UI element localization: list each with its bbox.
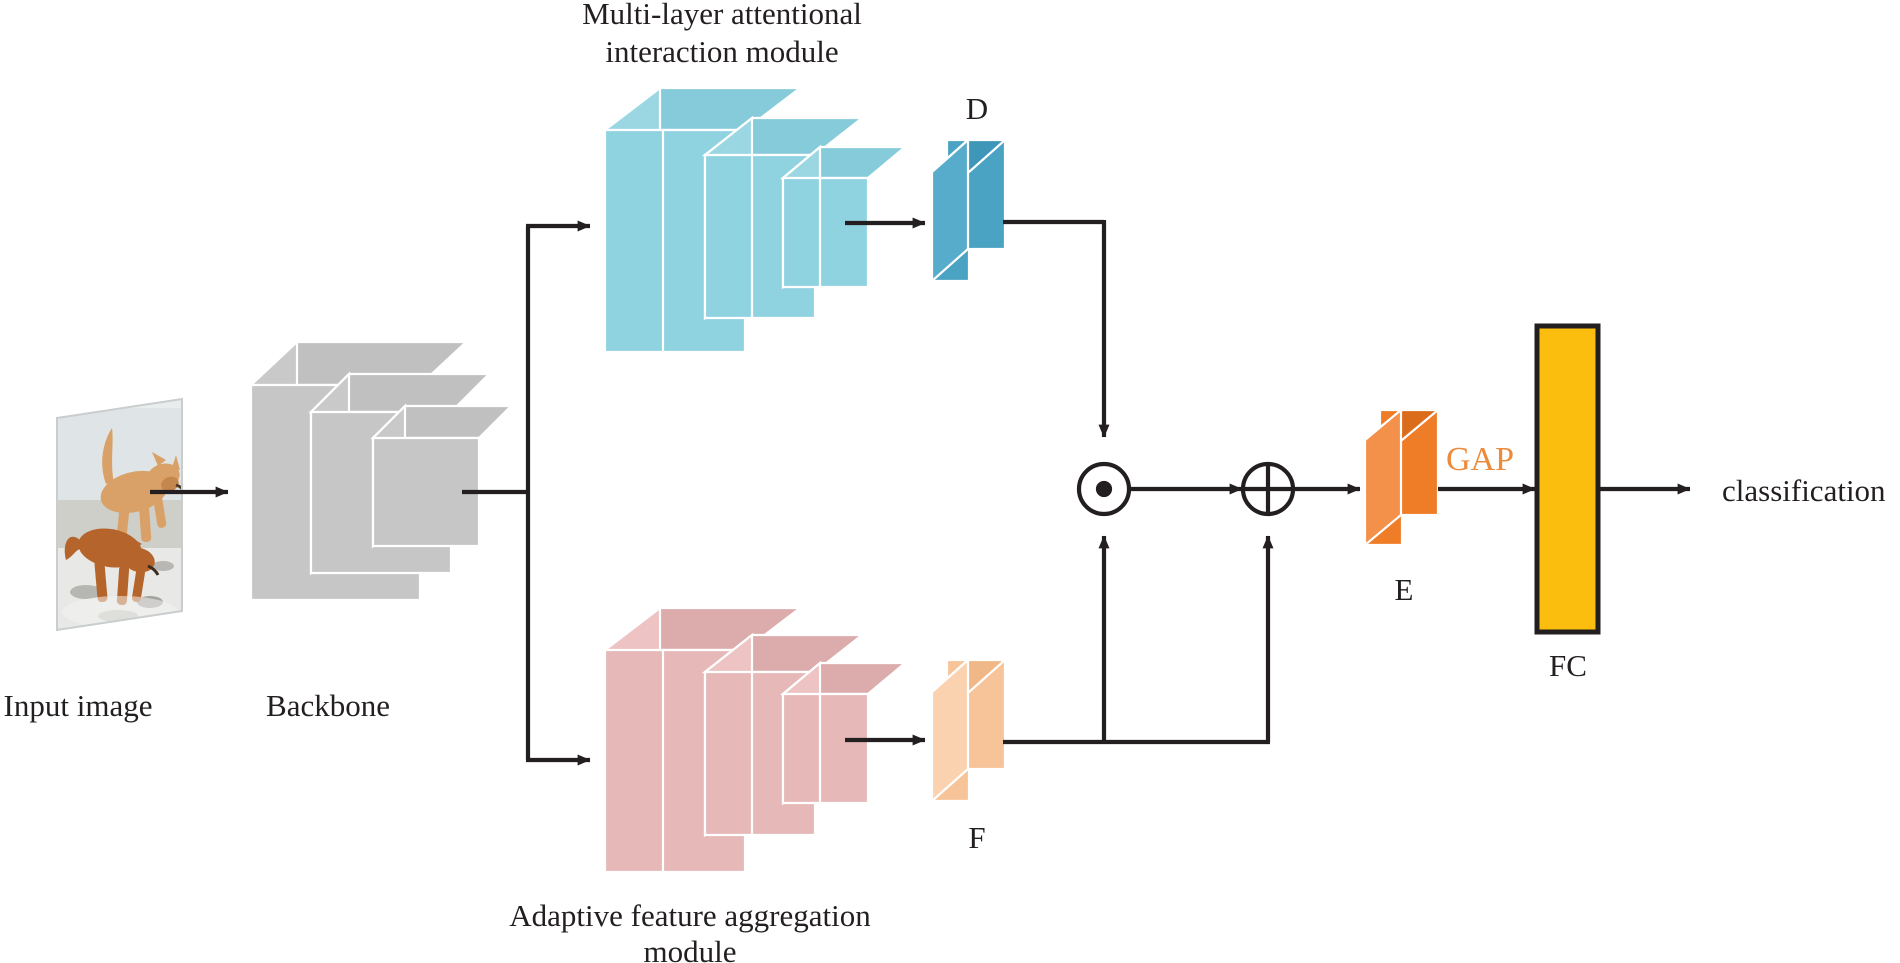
aggregation-slab-group-2 <box>701 632 866 838</box>
top-module-title-line2: interaction module <box>605 34 838 69</box>
backbone-label: Backbone <box>266 688 390 723</box>
bottom-module-title-line1: Adaptive feature aggregation <box>509 898 871 933</box>
attention-slab-group-3 <box>779 144 909 290</box>
multiply-operator <box>1076 461 1132 517</box>
d-block-label: D <box>966 91 988 126</box>
fc-block-label: FC <box>1549 648 1587 683</box>
d-feature-block <box>929 137 1008 284</box>
input-image-thumbnail <box>56 397 183 632</box>
backbone-slab-3 <box>370 403 514 549</box>
f-feature-block <box>929 657 1008 804</box>
fc-block <box>1534 323 1601 635</box>
bottom-module-title: Adaptive feature aggregation module <box>509 898 871 963</box>
add-operator <box>1240 461 1296 517</box>
edge-f-to-operators <box>1003 535 1274 745</box>
attention-module-stack <box>601 85 909 355</box>
aggregation-slab-group-3 <box>779 660 909 806</box>
top-module-title: Multi-layer attentional interaction modu… <box>582 0 862 69</box>
top-module-title-line1: Multi-layer attentional <box>582 0 862 31</box>
bottom-module-title-line2: module <box>644 934 737 963</box>
e-block-label: E <box>1395 572 1414 607</box>
aggregation-module-stack <box>601 605 909 875</box>
edge-d-to-multiply <box>1003 219 1110 438</box>
e-feature-block <box>1361 407 1442 548</box>
backbone-stack <box>248 339 514 603</box>
edge-backbone-split <box>462 220 591 766</box>
input-image-label: Input image <box>4 688 153 723</box>
f-block-label: F <box>968 820 985 855</box>
output-label: classification <box>1722 473 1886 508</box>
gap-label: GAP <box>1446 441 1514 478</box>
